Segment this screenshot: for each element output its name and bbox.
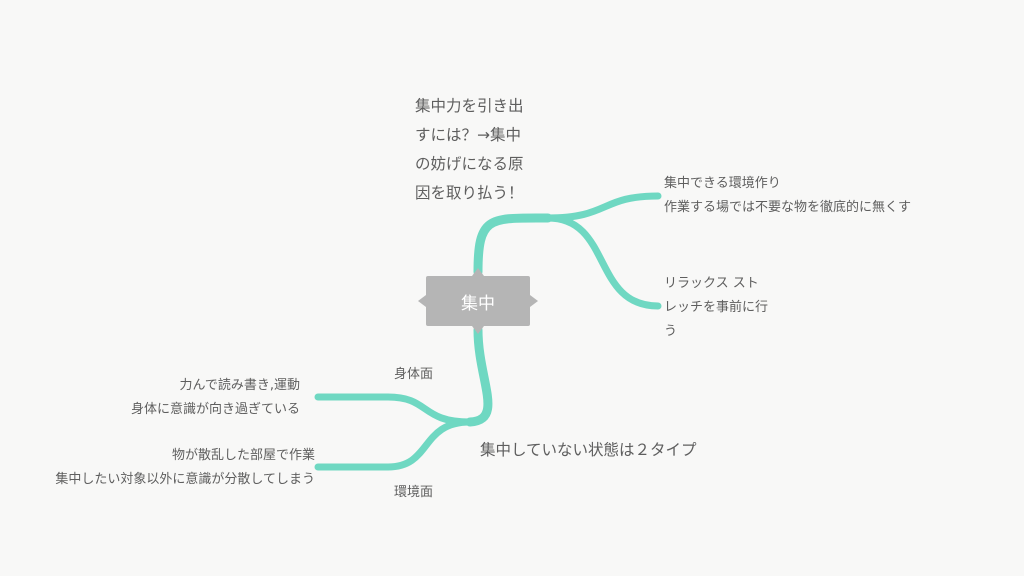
topic-relax[interactable]: リラックス スト レッチを事前に行 う <box>664 276 769 339</box>
topic-environment-make[interactable]: 集中できる環境作り 作業する場では不要な物を徹底的に無くす <box>664 176 912 215</box>
branch-center-to-lower <box>465 325 493 427</box>
topic-two-types[interactable]: 集中していない状態は２タイプ <box>480 441 697 459</box>
topic-env-detail[interactable]: 物が散乱した部屋で作業 集中したい対象以外に意識が分散してしまう <box>55 448 315 487</box>
branch-lower-body <box>314 393 474 426</box>
center-node-right-arrow <box>530 295 538 307</box>
topic-env[interactable]: 環境面 <box>394 485 434 500</box>
topic-body[interactable]: 身体面 <box>394 367 434 382</box>
topic-body-detail[interactable]: 力んで読み書き,運動 身体に意識が向き過ぎている <box>130 378 300 417</box>
center-node[interactable]: 集中 <box>426 276 530 326</box>
branch-group <box>314 192 662 471</box>
center-node-bottom-arrow <box>472 326 484 334</box>
branch-center-to-upper <box>473 213 553 277</box>
branch-lower-env <box>314 418 474 471</box>
branch-upper-environment <box>544 192 662 222</box>
center-node-top-arrow <box>472 268 484 276</box>
center-node-label: 集中 <box>461 293 495 314</box>
topic-question[interactable]: 集中力を引き出 すには？→集中 の妨げになる原 因を取り払う！ <box>415 97 524 202</box>
center-node-left-arrow <box>418 295 426 307</box>
branch-upper-relax <box>544 214 662 310</box>
